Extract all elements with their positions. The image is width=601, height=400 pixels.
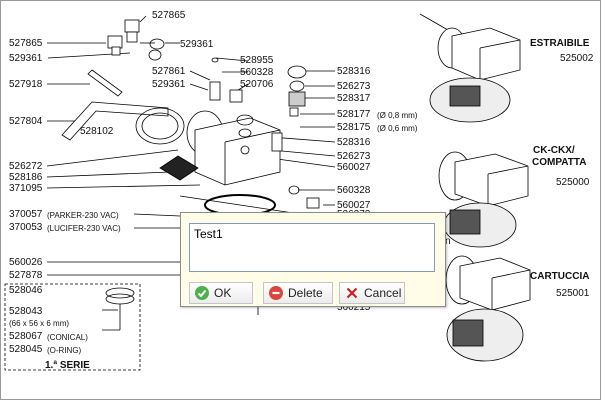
- part-code-560027: 560027: [337, 162, 371, 173]
- part-code-527918: 527918: [9, 79, 43, 90]
- part-code-371095: 371095: [9, 183, 43, 194]
- variant-name-cartuccia: CARTUCCIA: [530, 271, 590, 282]
- part-code-528316-b: 528316: [337, 137, 371, 148]
- part-code-527861: 527861: [152, 66, 186, 77]
- ok-button[interactable]: OK: [189, 282, 253, 304]
- part-code-526273: 526273: [337, 81, 371, 92]
- part-code-526272: 526272: [9, 161, 43, 172]
- part-code-370053: 370053: [9, 222, 43, 233]
- check-icon: [195, 286, 209, 300]
- variant-code-ck-ckx: 525000: [556, 177, 590, 188]
- part-code-528067: 528067: [9, 331, 43, 342]
- part-note-conical: (CONICAL): [47, 333, 88, 342]
- variant-name-estraibile: ESTRAIBILE: [530, 38, 590, 49]
- part-code-528316: 528316: [337, 66, 371, 77]
- part-code-526273-b: 526273: [337, 151, 371, 162]
- part-code-560026: 560026: [9, 257, 43, 268]
- part-code-370057: 370057: [9, 209, 43, 220]
- minus-icon: [269, 286, 283, 300]
- part-code-560328-b: 560328: [337, 185, 371, 196]
- part-code-528102: 528102: [80, 126, 114, 137]
- part-note-oring: (O-RING): [47, 346, 82, 355]
- cancel-button[interactable]: Cancel: [339, 282, 405, 304]
- part-code-529361-mid: 529361: [152, 79, 186, 90]
- part-code-528043: 528043: [9, 306, 43, 317]
- part-code-527865: 527865: [9, 38, 43, 49]
- part-note-06mm: (Ø 0,6 mm): [377, 124, 418, 133]
- part-note-dimensions: (66 x 56 x 6 mm): [9, 319, 70, 328]
- variant-name-ck-ckx: CK-CKX/: [533, 145, 575, 156]
- variant-name-compatta: COMPATTA: [532, 157, 587, 168]
- part-code-560215: 560215: [337, 302, 371, 313]
- part-code-527865-top: 527865: [152, 10, 186, 21]
- part-code-526272-b: 526272: [337, 209, 370, 214]
- part-code-528177: 528177: [337, 109, 371, 120]
- variant-code-cartuccia: 525001: [556, 288, 590, 299]
- part-code-560328: 560328: [240, 67, 274, 78]
- part-code-529361-right: 529361: [180, 39, 214, 50]
- cancel-button-label: Cancel: [364, 286, 402, 300]
- part-code-528175: 528175: [337, 122, 371, 133]
- part-code-520706: 520706: [240, 79, 274, 90]
- part-note-lucifer: (LUCIFER-230 VAC): [47, 224, 121, 233]
- close-icon: [345, 286, 359, 300]
- serie-title: 1.ª SERIE: [45, 360, 90, 371]
- part-code-528317: 528317: [337, 93, 371, 104]
- part-code-527804: 527804: [9, 116, 43, 127]
- delete-button[interactable]: Delete: [263, 282, 333, 304]
- delete-button-label: Delete: [288, 286, 323, 300]
- part-code-527878: 527878: [9, 270, 43, 281]
- part-note-08mm: (Ø 0,8 mm): [377, 111, 418, 120]
- part-code-529361: 529361: [9, 53, 43, 64]
- part-code-528955: 528955: [240, 55, 274, 66]
- part-code-fragment: n: [445, 236, 451, 247]
- comment-dialog: Test1 OK Delete Cancel: [180, 212, 446, 307]
- ok-button-label: OK: [214, 286, 232, 300]
- part-code-528045: 528045: [9, 344, 43, 355]
- variant-code-estraibile: 525002: [560, 53, 594, 64]
- part-code-528186: 528186: [9, 172, 43, 183]
- part-note-parker: (PARKER-230 VAC): [47, 211, 119, 220]
- part-code-528046: 528046: [9, 285, 43, 296]
- part-code-560027-b: 560027: [337, 200, 371, 211]
- comment-textarea[interactable]: Test1: [189, 223, 435, 272]
